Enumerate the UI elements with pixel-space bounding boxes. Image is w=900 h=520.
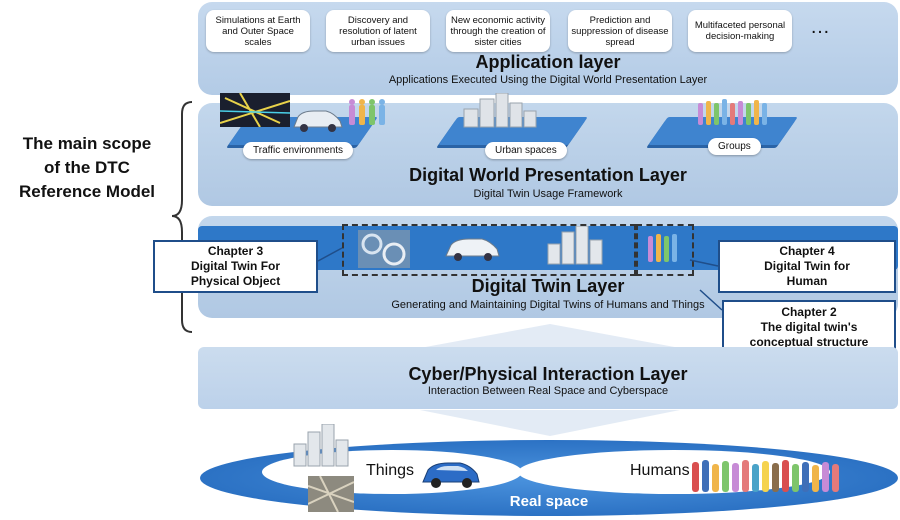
callout-line: The digital twin's bbox=[760, 319, 858, 334]
digital-twin-layer-subtitle: Generating and Maintaining Digital Twins… bbox=[391, 299, 705, 311]
humans-label: Humans bbox=[630, 462, 690, 479]
chapter-4-callout: Chapter 4 Digital Twin for Human bbox=[718, 240, 896, 293]
physical-object-box bbox=[342, 224, 636, 276]
map-image bbox=[307, 475, 355, 513]
app-box: Multifaceted personal decision-making bbox=[688, 10, 792, 52]
app-box: Prediction and suppression of disease sp… bbox=[568, 10, 672, 52]
cyber-physical-layer-title: Cyber/Physical Interaction Layer bbox=[408, 364, 688, 384]
digital-world-layer-subtitle: Digital Twin Usage Framework bbox=[473, 188, 623, 200]
things-label: Things bbox=[366, 462, 415, 479]
callout-line: conceptual structure bbox=[749, 334, 869, 349]
callout-line: Chapter 2 bbox=[781, 304, 837, 319]
application-layer-subtitle: Applications Executed Using the Digital … bbox=[388, 74, 708, 86]
real-space-label: Real space bbox=[509, 493, 589, 510]
buildings-icon bbox=[547, 226, 603, 265]
digital-world-presentation-layer: Traffic environments Urban spaces Groups… bbox=[198, 92, 898, 206]
scope-line: of the DTC bbox=[44, 158, 130, 177]
app-box: New economic activity through the creati… bbox=[446, 10, 550, 52]
callout-line: Physical Object bbox=[190, 274, 281, 288]
people-icon bbox=[349, 99, 385, 125]
buildings-icon bbox=[293, 424, 349, 467]
chapter-3-callout: Chapter 3 Digital Twin For Physical Obje… bbox=[153, 240, 318, 293]
traffic-environments-label: Traffic environments bbox=[243, 142, 354, 159]
cyber-physical-layer-subtitle: Interaction Between Real Space and Cyber… bbox=[427, 385, 669, 397]
callout-line: Human bbox=[786, 274, 828, 288]
down-arrow bbox=[420, 410, 680, 436]
app-box: Discovery and resolution of latent urban… bbox=[326, 10, 430, 52]
car-icon bbox=[445, 238, 500, 261]
application-layer: Simulations at Earth and Outer Space sca… bbox=[198, 2, 898, 95]
traffic-image bbox=[219, 92, 291, 128]
crowd-icon bbox=[698, 99, 767, 125]
application-layer-title: Application layer bbox=[475, 52, 621, 72]
buildings-icon bbox=[463, 93, 537, 128]
machinery-icon bbox=[358, 230, 410, 268]
callout-line: Digital Twin for bbox=[764, 259, 850, 273]
human-box bbox=[636, 224, 694, 276]
more-ellipsis: … bbox=[810, 16, 830, 38]
scope-bracket bbox=[171, 101, 193, 333]
scope-label: The main scope of the DTC Reference Mode… bbox=[4, 132, 170, 204]
app-box: Simulations at Earth and Outer Space sca… bbox=[206, 10, 310, 52]
urban-spaces-label: Urban spaces bbox=[485, 142, 567, 159]
crowd-icon bbox=[692, 460, 839, 492]
callout-line: Chapter 3 bbox=[207, 244, 264, 258]
groups-label: Groups bbox=[708, 138, 761, 155]
scope-line: Reference Model bbox=[18, 182, 156, 201]
callout-line: Chapter 4 bbox=[779, 244, 835, 258]
digital-world-layer-title: Digital World Presentation Layer bbox=[409, 165, 687, 185]
people-icon bbox=[648, 234, 677, 262]
car-icon bbox=[422, 462, 480, 488]
digital-twin-layer-title: Digital Twin Layer bbox=[471, 276, 625, 296]
car-icon bbox=[293, 110, 343, 132]
up-arrow bbox=[420, 324, 680, 348]
scope-line: The main scope bbox=[22, 134, 152, 153]
callout-line: Digital Twin For bbox=[190, 259, 281, 273]
chapter-2-callout: Chapter 2 The digital twin's conceptual … bbox=[722, 300, 896, 354]
cyber-physical-layer: Cyber/Physical Interaction Layer Interac… bbox=[198, 347, 898, 409]
